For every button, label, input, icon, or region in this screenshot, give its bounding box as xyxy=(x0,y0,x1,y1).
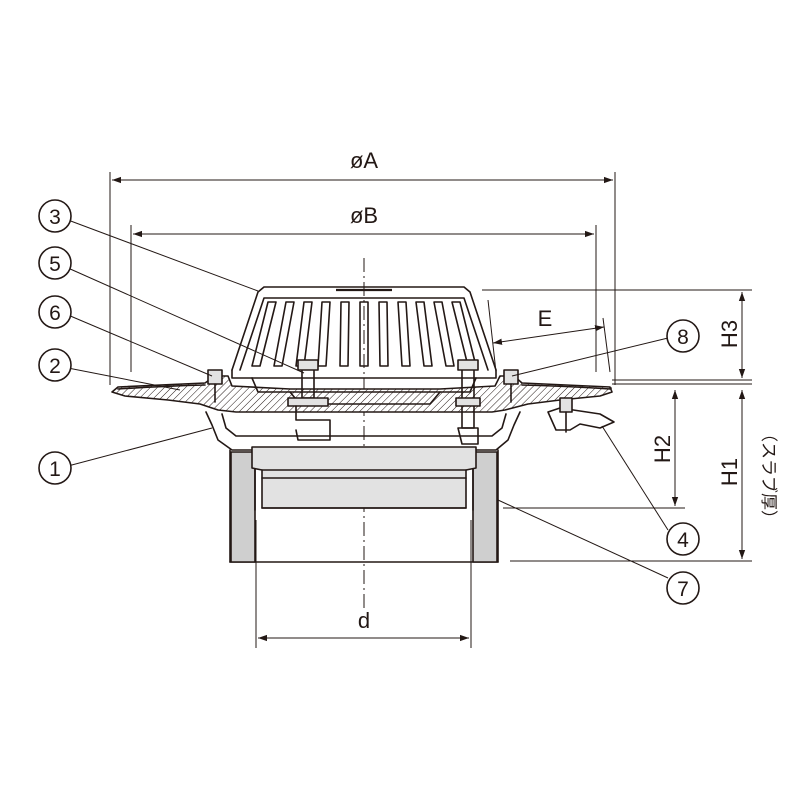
callout-6: 6 xyxy=(38,295,72,329)
side-bracket xyxy=(547,397,615,433)
dimension-label-h2: H2 xyxy=(650,435,675,463)
callout-7: 7 xyxy=(666,571,700,605)
callout-5: 5 xyxy=(38,246,72,280)
callout-3: 3 xyxy=(38,199,72,233)
callout-8-label: 8 xyxy=(677,326,689,349)
dimension-label-a: øA xyxy=(350,148,378,173)
dimension-label-e: E xyxy=(538,306,553,331)
dimension-pipe-d: d xyxy=(255,520,472,648)
callout-1: 1 xyxy=(38,451,72,485)
dimension-height-h3: H3 xyxy=(482,289,752,385)
dome-strainer xyxy=(231,286,497,405)
callout-8: 8 xyxy=(666,319,700,353)
dimension-label-d: d xyxy=(358,608,370,633)
callout-3-label: 3 xyxy=(49,206,61,229)
dimension-diameter-b: øB xyxy=(130,203,597,372)
drain-body xyxy=(111,375,613,563)
callout-6-label: 6 xyxy=(49,302,61,325)
dimension-height-h2: H2 xyxy=(503,390,685,509)
clamp-bolts xyxy=(207,359,519,445)
drain-pipe xyxy=(230,446,498,563)
callout-4-label: 4 xyxy=(677,529,689,552)
leader-lines xyxy=(67,219,669,579)
callout-4: 4 xyxy=(666,522,700,556)
callout-2: 2 xyxy=(38,348,72,382)
callout-7-label: 7 xyxy=(677,578,689,601)
dimension-diameter-a: øA xyxy=(109,148,616,385)
callout-1-label: 1 xyxy=(49,458,61,481)
callout-5-label: 5 xyxy=(49,253,61,276)
dimension-label-h1: H1 xyxy=(717,458,742,486)
callout-2-label: 2 xyxy=(49,355,61,378)
strainer-slots xyxy=(251,301,477,367)
dimension-label-h3: H3 xyxy=(717,320,742,348)
dimension-offset-e: E xyxy=(487,299,611,373)
dimension-label-b: øB xyxy=(350,203,378,228)
slab-thickness-note: （スラブ厚） xyxy=(759,425,779,527)
